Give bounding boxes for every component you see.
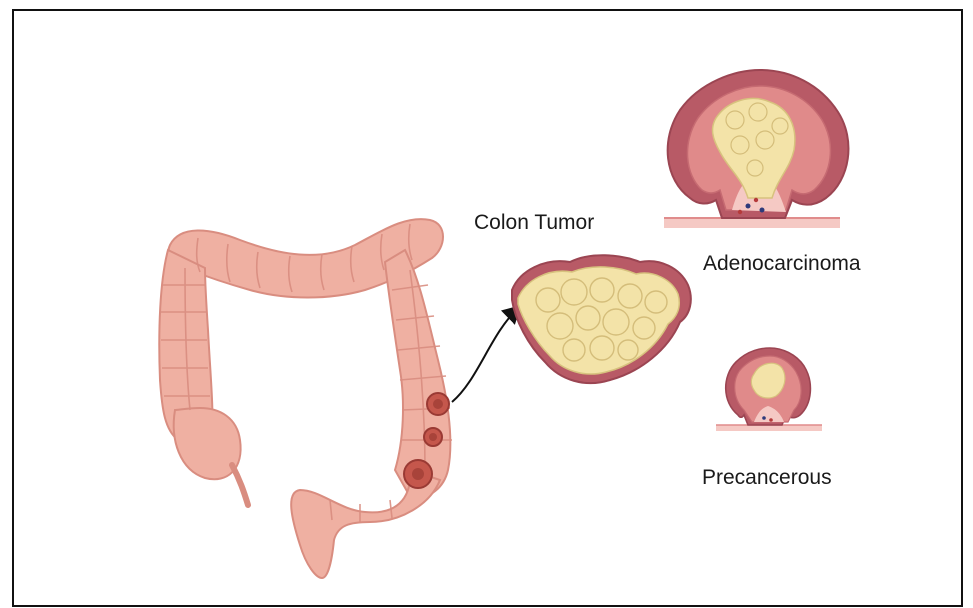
label-adenocarcinoma: Adenocarcinoma — [703, 252, 861, 276]
label-colon-tumor: Colon Tumor — [474, 211, 594, 235]
precancerous-polyp — [716, 348, 822, 431]
arrow — [452, 308, 518, 402]
adenocarcinoma-polyp — [664, 70, 848, 228]
tumor-mass — [512, 255, 691, 383]
colon-illustration — [159, 219, 450, 578]
label-precancerous: Precancerous — [702, 466, 832, 490]
